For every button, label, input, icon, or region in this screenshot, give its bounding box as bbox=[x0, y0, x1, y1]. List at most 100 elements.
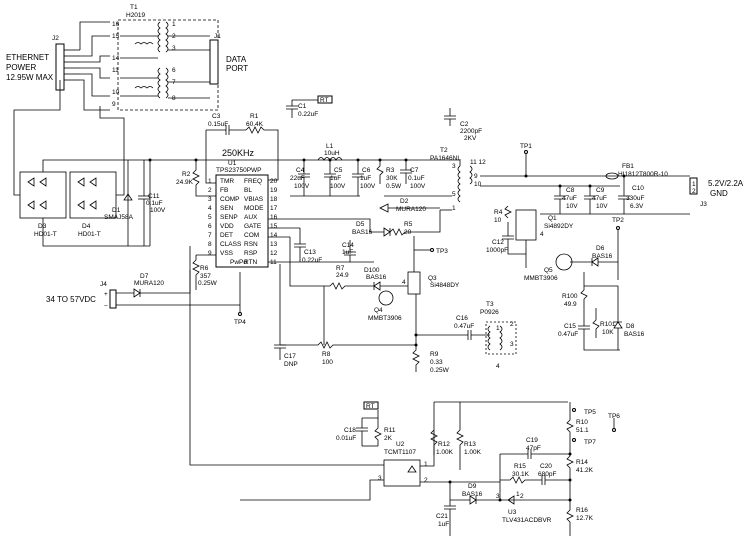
resistor-r5: R5 20 bbox=[389, 210, 441, 236]
svg-text:24.9K: 24.9K bbox=[176, 179, 194, 186]
svg-text:HD01-T: HD01-T bbox=[34, 231, 57, 238]
svg-text:0.1uF: 0.1uF bbox=[408, 175, 425, 182]
svg-text:C16: C16 bbox=[456, 315, 468, 322]
svg-text:1.00K: 1.00K bbox=[464, 449, 482, 456]
flag-rt-1: RT bbox=[317, 95, 333, 104]
svg-text:D3: D3 bbox=[38, 223, 47, 230]
svg-text:D1: D1 bbox=[112, 207, 121, 214]
svg-text:1: 1 bbox=[692, 181, 696, 188]
svg-text:C17: C17 bbox=[284, 353, 296, 360]
svg-text:RT: RT bbox=[320, 97, 329, 104]
flag-rt-2: RT bbox=[363, 401, 379, 410]
svg-text:7: 7 bbox=[172, 79, 176, 86]
svg-text:100V: 100V bbox=[410, 183, 426, 190]
svg-text:1uF: 1uF bbox=[438, 521, 449, 528]
transformer-t1: T1 H2019 16 15 14 11 10 9 1 2 3 6 7 8 bbox=[112, 4, 219, 111]
svg-text:MURA120: MURA120 bbox=[134, 280, 164, 287]
svg-text:10: 10 bbox=[494, 217, 502, 224]
svg-text:0.25W: 0.25W bbox=[198, 280, 218, 287]
svg-text:R7: R7 bbox=[336, 265, 345, 272]
svg-text:2KV: 2KV bbox=[464, 135, 477, 142]
svg-text:3: 3 bbox=[496, 493, 500, 500]
capacitor-c21: C21 1uF bbox=[436, 482, 456, 536]
svg-text:VSS: VSS bbox=[220, 250, 234, 257]
svg-text:R11: R11 bbox=[384, 427, 396, 434]
svg-text:C12: C12 bbox=[492, 239, 504, 246]
svg-text:BAS16: BAS16 bbox=[352, 229, 373, 236]
svg-text:C6: C6 bbox=[362, 167, 371, 174]
resistor-r2: R2 24.9K bbox=[176, 160, 216, 197]
inductor-l1: L1 10uH bbox=[317, 143, 343, 161]
svg-text:R14: R14 bbox=[576, 459, 588, 466]
svg-text:41.2K: 41.2K bbox=[576, 467, 594, 474]
svg-text:C20: C20 bbox=[540, 463, 552, 470]
svg-text:357: 357 bbox=[200, 273, 211, 280]
testpoint-tp6: TP6 bbox=[608, 413, 620, 432]
resistor-r1: R1 60.4K bbox=[245, 113, 279, 181]
svg-text:FB: FB bbox=[220, 187, 228, 194]
svg-text:0.25W: 0.25W bbox=[430, 367, 450, 374]
svg-text:100V: 100V bbox=[150, 207, 166, 214]
svg-text:U1: U1 bbox=[228, 160, 237, 167]
capacitor-c15: C15 0.47uF bbox=[558, 318, 620, 351]
resistor-r13: R13 1.00K bbox=[456, 402, 482, 470]
svg-text:8: 8 bbox=[172, 95, 176, 102]
svg-text:R10: R10 bbox=[576, 419, 588, 426]
svg-text:C9: C9 bbox=[596, 187, 605, 194]
testpoint-tp5: TP5 bbox=[572, 408, 596, 416]
mosfet-q1: Q1 Si4892DY 4 bbox=[515, 209, 574, 268]
svg-text:0.01uF: 0.01uF bbox=[336, 435, 356, 442]
svg-text:2200pF: 2200pF bbox=[460, 128, 482, 135]
svg-text:AUX: AUX bbox=[244, 214, 258, 221]
svg-text:11: 11 bbox=[112, 67, 119, 74]
svg-text:C1: C1 bbox=[298, 103, 307, 110]
svg-text:GND: GND bbox=[710, 189, 728, 198]
svg-text:COM: COM bbox=[244, 232, 259, 239]
svg-text:TP1: TP1 bbox=[520, 143, 532, 150]
svg-text:2: 2 bbox=[424, 477, 428, 484]
svg-text:RSN: RSN bbox=[244, 241, 258, 248]
svg-text:0.5W: 0.5W bbox=[386, 183, 402, 190]
svg-text:R9: R9 bbox=[430, 351, 439, 358]
capacitor-c8: C8 47uF 10V bbox=[554, 186, 578, 214]
svg-text:TP7: TP7 bbox=[584, 439, 596, 446]
svg-text:100: 100 bbox=[322, 359, 333, 366]
svg-text:SEN: SEN bbox=[220, 205, 234, 212]
svg-text:3: 3 bbox=[378, 475, 382, 482]
resistor-r12: R12 1.00K bbox=[430, 429, 454, 456]
svg-text:T3: T3 bbox=[486, 301, 494, 308]
svg-text:1uF: 1uF bbox=[330, 175, 341, 182]
svg-text:C3: C3 bbox=[212, 113, 221, 120]
svg-text:R3: R3 bbox=[386, 167, 395, 174]
svg-text:13: 13 bbox=[270, 241, 278, 248]
connector-j1: J1 DATA PORT bbox=[209, 33, 248, 85]
svg-text:7: 7 bbox=[208, 232, 212, 239]
svg-text:51.1: 51.1 bbox=[576, 427, 589, 434]
svg-text:2: 2 bbox=[172, 33, 176, 40]
capacitor-c12: C12 1000pF bbox=[486, 222, 526, 255]
svg-text:+: + bbox=[104, 291, 108, 298]
svg-text:2: 2 bbox=[520, 493, 524, 500]
svg-text:BAS16: BAS16 bbox=[624, 331, 645, 338]
svg-text:12.95W MAX: 12.95W MAX bbox=[6, 73, 54, 82]
svg-text:3: 3 bbox=[172, 45, 176, 52]
svg-text:TP6: TP6 bbox=[608, 413, 620, 420]
svg-text:20: 20 bbox=[270, 178, 278, 185]
svg-text:D8: D8 bbox=[626, 323, 635, 330]
svg-text:R100: R100 bbox=[562, 293, 578, 300]
capacitor-c20: C20 680pF bbox=[534, 463, 570, 485]
svg-text:1: 1 bbox=[172, 21, 176, 28]
svg-text:14: 14 bbox=[112, 55, 120, 62]
capacitor-c6: C6 1uF 100V bbox=[352, 160, 376, 196]
svg-text:R16: R16 bbox=[576, 507, 588, 514]
svg-text:20: 20 bbox=[404, 229, 412, 236]
capacitor-c7: C7 0.1uF 100V bbox=[400, 160, 426, 190]
svg-text:9: 9 bbox=[208, 250, 212, 257]
capacitor-c3: C3 0.15uF bbox=[206, 113, 246, 135]
svg-text:Q5: Q5 bbox=[544, 267, 553, 274]
svg-text:H2019: H2019 bbox=[126, 12, 146, 19]
svg-text:SMAJ58A: SMAJ58A bbox=[104, 214, 134, 221]
svg-text:0.47uF: 0.47uF bbox=[454, 323, 474, 330]
resistor-r8: R8 100 bbox=[280, 341, 416, 366]
svg-text:C7: C7 bbox=[410, 167, 419, 174]
